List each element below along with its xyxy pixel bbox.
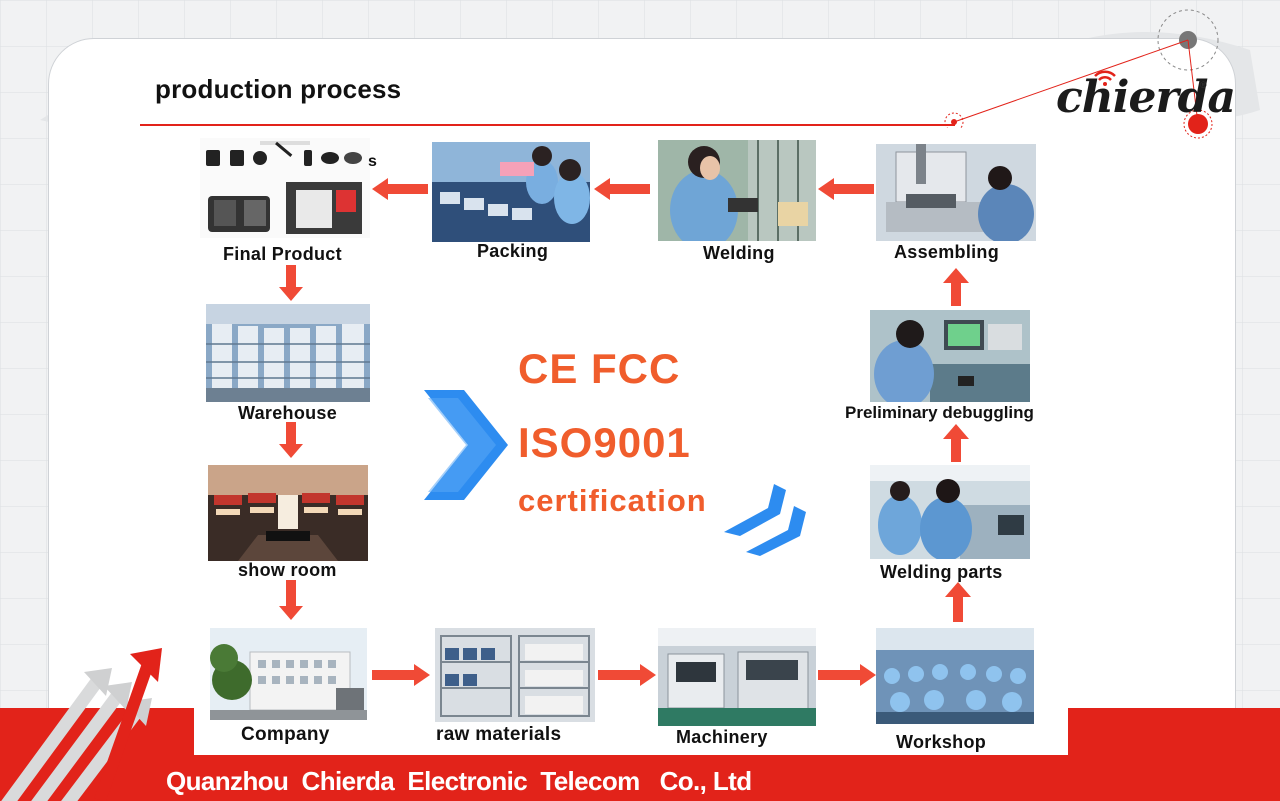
certification-ce-fcc: CE FCC — [518, 345, 681, 392]
arrow-left-icon — [818, 178, 874, 200]
chevron-right-icon — [424, 390, 508, 500]
step-label-raw-materials: raw materials — [436, 724, 562, 745]
arrow-up-icon — [945, 582, 971, 622]
arrow-left-icon — [372, 178, 428, 200]
registered-mark: ® — [1200, 80, 1207, 90]
step-label-company: Company — [241, 724, 330, 745]
workshop-photo — [876, 628, 1034, 724]
step-label-warehouse: Warehouse — [238, 403, 338, 423]
debugging-photo — [870, 310, 1030, 402]
final-product-photo — [200, 138, 370, 238]
growth-arrows-icon — [1, 648, 162, 801]
step-label-show-room: show room — [238, 560, 337, 580]
step-label-final-product: Final Product — [223, 244, 342, 264]
arrow-up-icon — [943, 424, 969, 462]
step-label-packing: Packing — [477, 241, 549, 261]
raw-materials-photo — [435, 628, 595, 722]
arrow-down-icon — [279, 422, 303, 458]
step-label-machinery: Machinery — [676, 727, 768, 747]
step-label-workshop: Workshop — [896, 732, 987, 752]
arrow-right-icon — [598, 664, 656, 686]
title-divider — [140, 124, 955, 126]
target-decoration-icon — [944, 9, 1219, 139]
machinery-photo — [658, 628, 816, 726]
logo-wordmark: chierda — [1056, 72, 1236, 123]
arrow-down-icon — [279, 580, 303, 620]
arrow-right-icon — [372, 664, 430, 686]
certification-iso: ISO9001 — [518, 419, 691, 466]
step-label-welding-parts: Welding parts — [880, 562, 1003, 582]
welding-parts-photo — [870, 465, 1030, 559]
arrow-right-icon — [818, 664, 876, 686]
arrow-down-icon — [279, 265, 303, 301]
welding-photo — [658, 140, 816, 241]
wifi-signal-icon — [1094, 70, 1116, 86]
certification-label: certification — [518, 483, 707, 518]
company-logo: chierda ® — [1052, 66, 1236, 136]
step-label-preliminary-debugging: Preliminary debuggling — [845, 403, 1034, 422]
show-room-photo — [208, 465, 368, 561]
company-footer: Quanzhou Chierda Electronic Telecom Co.,… — [166, 766, 752, 796]
final-product-suffix: s — [368, 153, 378, 170]
arrow-left-icon — [594, 178, 650, 200]
step-label-welding: Welding — [703, 243, 775, 263]
page-title: production process — [155, 74, 402, 104]
warehouse-photo — [206, 304, 370, 402]
chevron-down-left-icon — [724, 484, 806, 556]
company-photo — [210, 628, 367, 720]
arrow-up-icon — [943, 268, 969, 306]
packing-photo — [432, 142, 590, 242]
assembling-photo — [876, 144, 1036, 241]
step-label-assembling: Assembling — [894, 242, 1000, 262]
